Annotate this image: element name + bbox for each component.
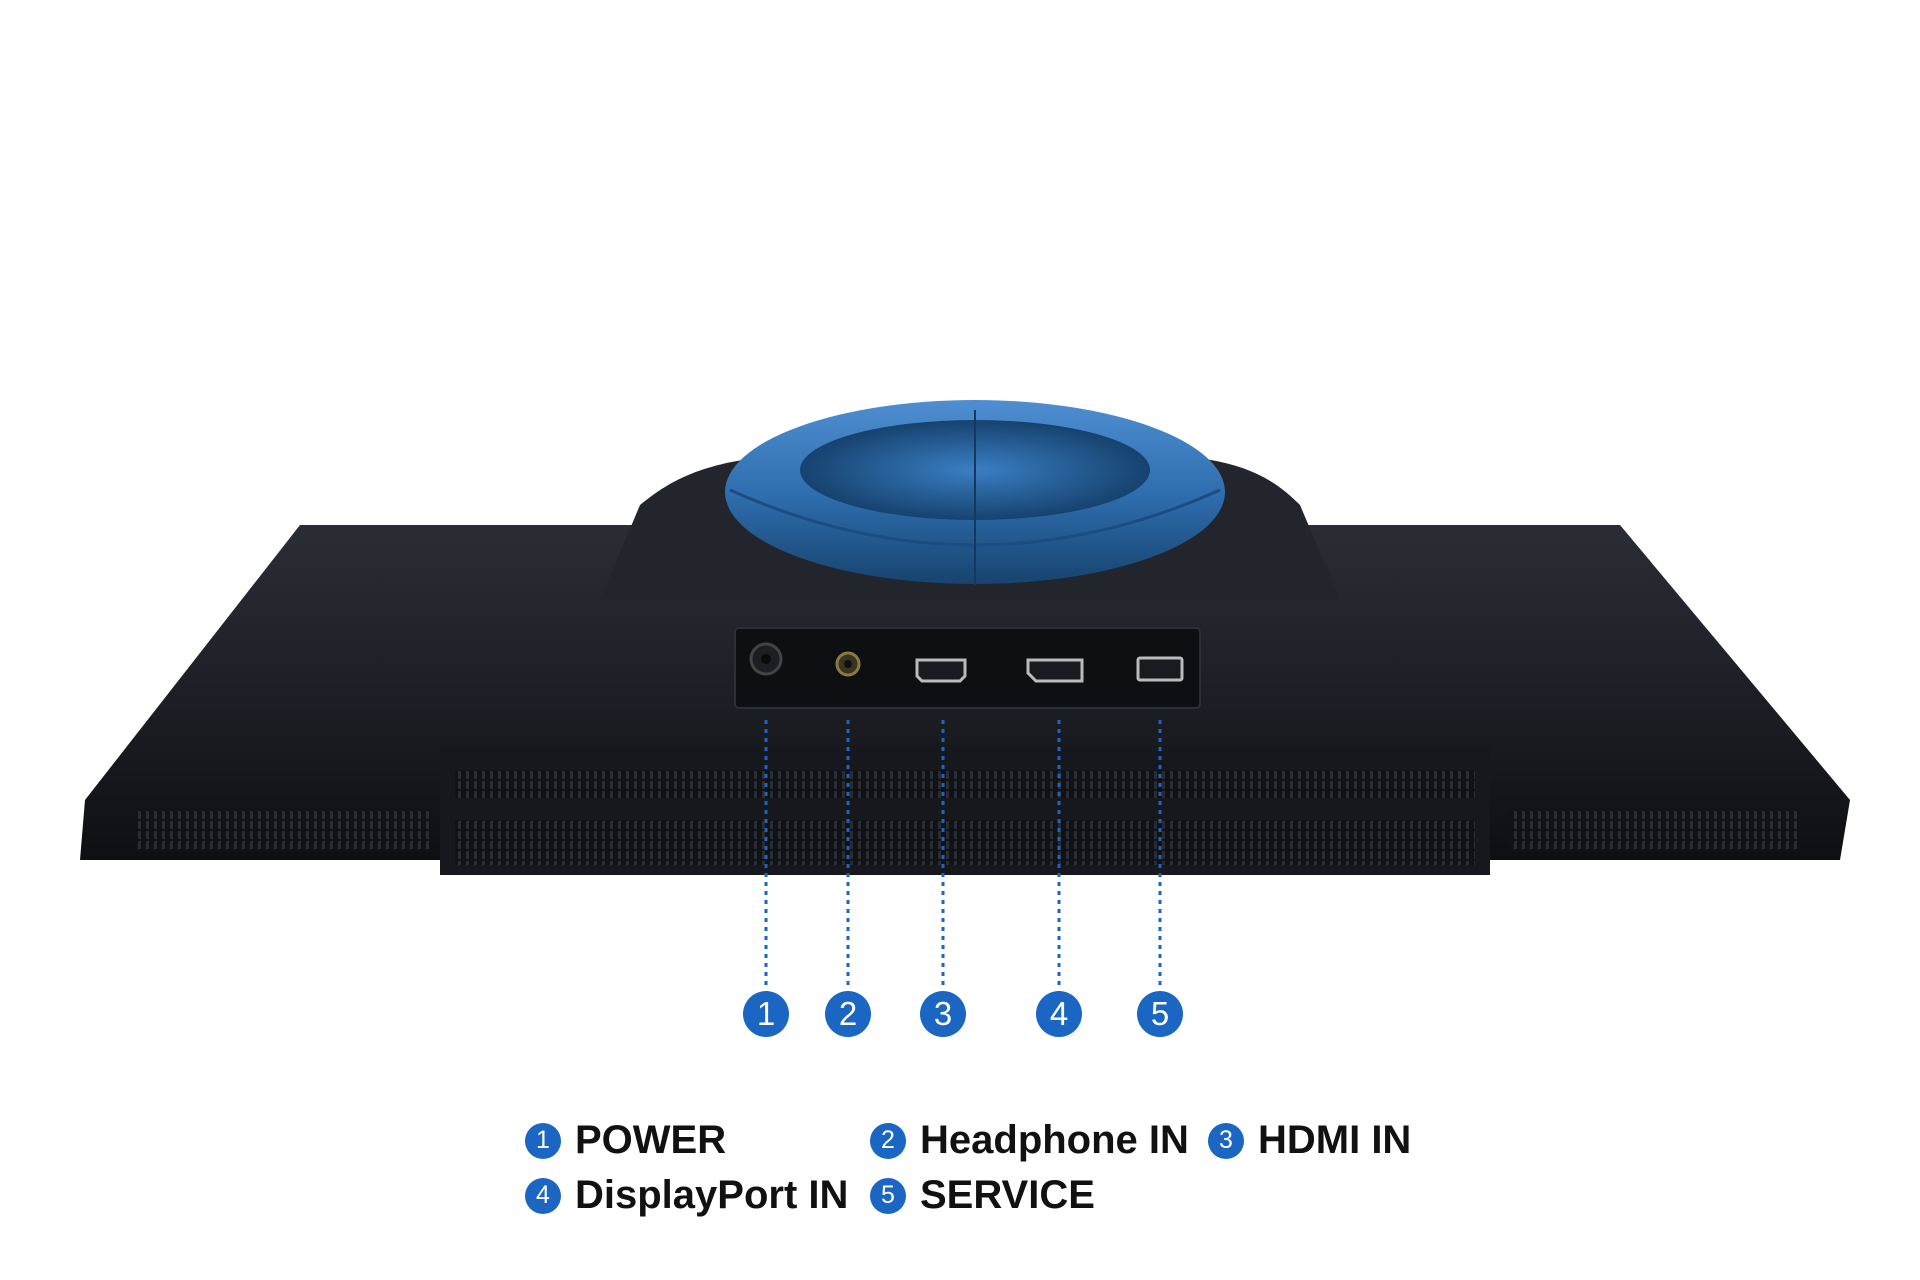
service-port — [1136, 656, 1184, 682]
bottom-vent-right — [1510, 810, 1800, 850]
port-panel — [734, 627, 1201, 709]
legend-service: 5 SERVICE — [870, 1173, 1095, 1218]
legend-number: 4 — [525, 1177, 561, 1214]
hdmi-port — [915, 658, 967, 683]
legend-headphone: 2 Headphone IN — [870, 1118, 1189, 1163]
legend-number: 3 — [1208, 1122, 1244, 1159]
legend-power: 1 POWER — [525, 1118, 726, 1163]
legend-label: HDMI IN — [1258, 1118, 1412, 1162]
callout-3: 3 — [920, 991, 966, 1037]
legend-label: SERVICE — [920, 1173, 1095, 1217]
leader-lines — [764, 720, 1162, 990]
bottom-vent-center — [455, 820, 1475, 865]
legend-label: POWER — [575, 1118, 727, 1162]
legend-hdmi: 3 HDMI IN — [1208, 1118, 1411, 1163]
legend-displayport: 4 DisplayPort IN — [525, 1173, 848, 1218]
displayport-port — [1026, 658, 1084, 683]
callout-2: 2 — [825, 991, 871, 1037]
bottom-vent-left — [135, 810, 430, 850]
callout-5: 5 — [1137, 991, 1183, 1037]
legend-number: 1 — [525, 1122, 561, 1159]
legend-number: 2 — [870, 1122, 906, 1159]
upper-vent-center — [455, 770, 1475, 798]
legend-label: DisplayPort IN — [575, 1173, 849, 1217]
legend-label: Headphone IN — [920, 1118, 1189, 1162]
callout-1: 1 — [743, 991, 789, 1037]
legend-number: 5 — [870, 1177, 906, 1214]
callout-4: 4 — [1036, 991, 1082, 1037]
